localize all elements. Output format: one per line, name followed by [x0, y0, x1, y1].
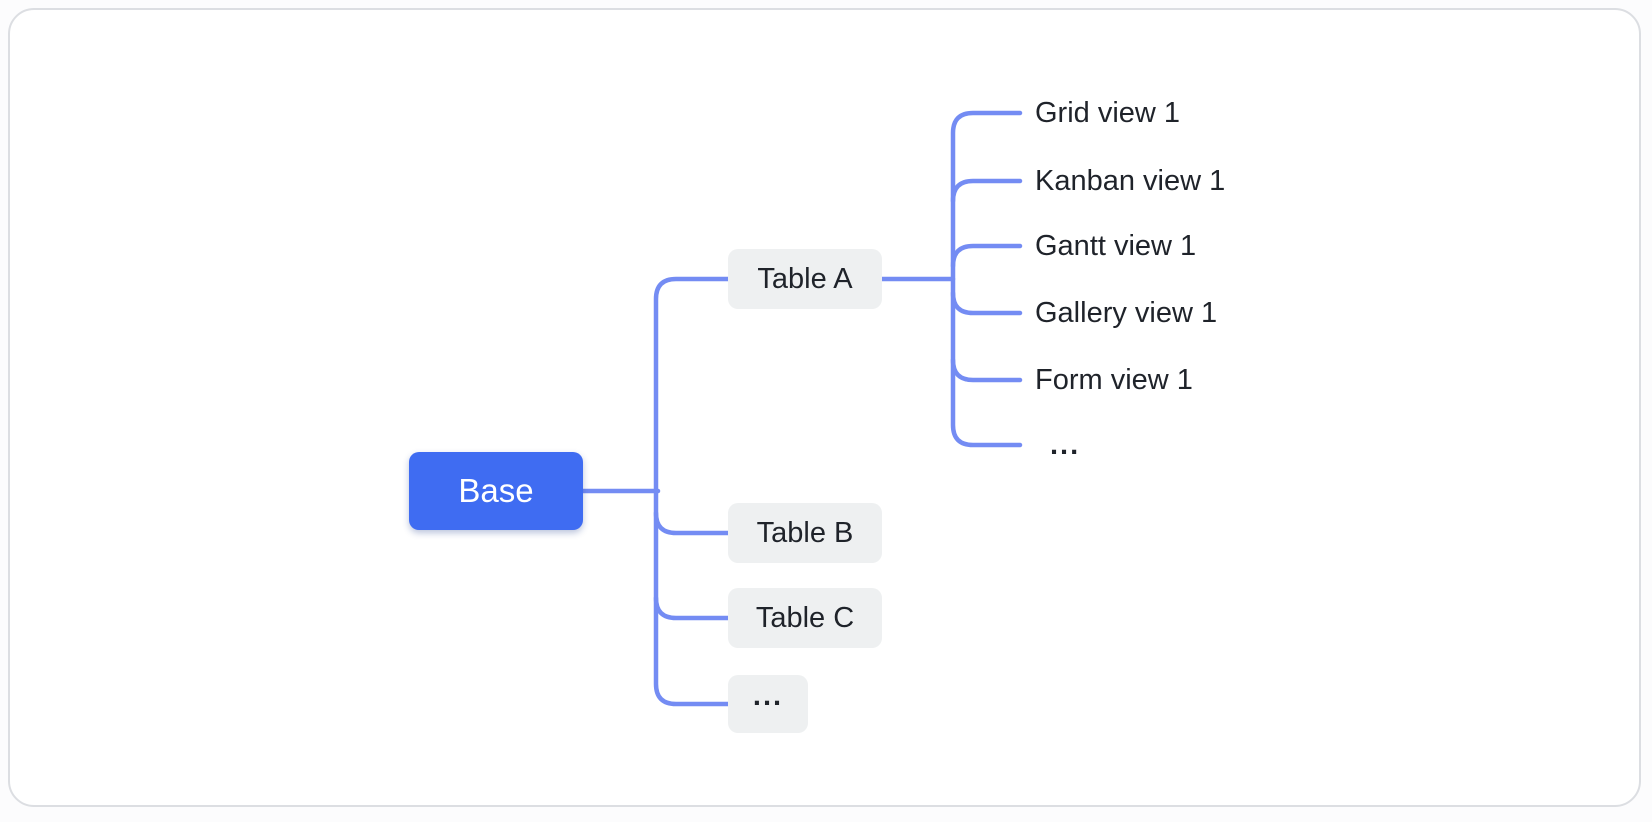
node-table-c: Table C — [728, 588, 882, 648]
view-label-kanban-text: Kanban view 1 — [1035, 164, 1226, 197]
node-table-a: Table A — [728, 249, 882, 309]
view-label-grid: Grid view 1 — [1035, 93, 1180, 133]
view-label-gantt-text: Gantt view 1 — [1035, 229, 1197, 262]
view-label-gantt: Gantt view 1 — [1035, 226, 1196, 266]
node-table-b-label: Table B — [756, 516, 854, 549]
view-label-more: ... — [1050, 425, 1080, 465]
view-label-kanban: Kanban view 1 — [1035, 161, 1225, 201]
node-tables-more-label: ... — [752, 679, 784, 712]
diagram-card — [8, 8, 1641, 807]
node-table-a-label: Table A — [757, 262, 853, 295]
node-tables-more: ... — [728, 675, 808, 733]
view-label-gallery-text: Gallery view 1 — [1035, 296, 1218, 329]
node-table-b: Table B — [728, 503, 882, 563]
node-base: Base — [409, 452, 583, 530]
view-label-more-text: ... — [1050, 428, 1081, 461]
node-table-c-label: Table C — [755, 601, 855, 634]
view-label-form: Form view 1 — [1035, 360, 1193, 400]
view-label-gallery: Gallery view 1 — [1035, 293, 1217, 333]
node-base-label: Base — [458, 472, 534, 509]
view-label-form-text: Form view 1 — [1035, 363, 1193, 396]
view-label-grid-text: Grid view 1 — [1035, 96, 1181, 129]
